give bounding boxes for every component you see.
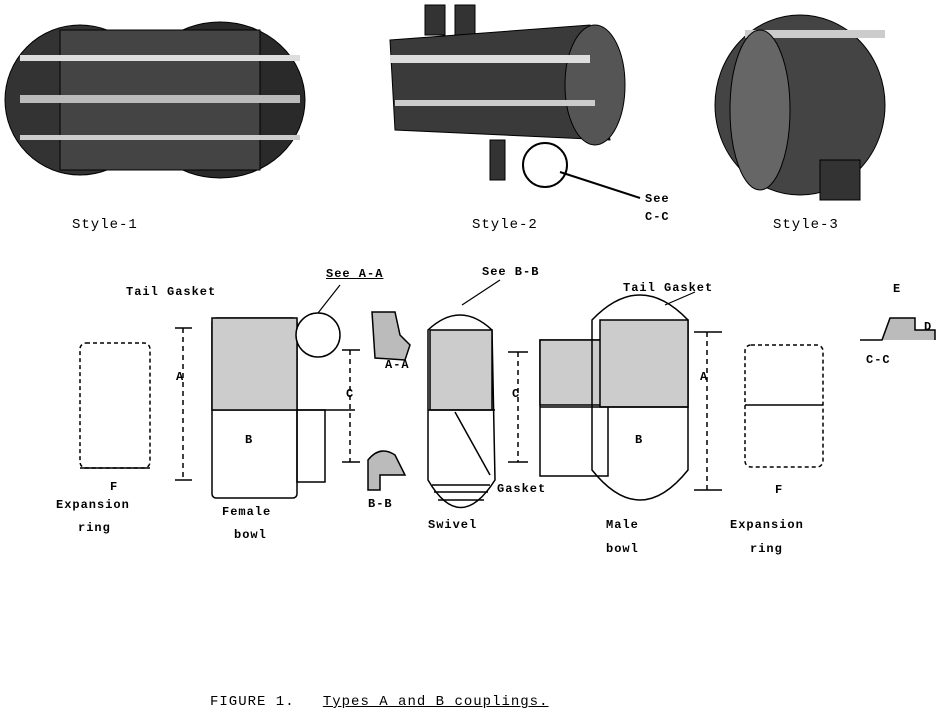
- male-bowl-label-1: Male: [606, 518, 639, 532]
- expansion-ring-left-label-2: ring: [78, 521, 111, 535]
- tail-gasket-right-label: Tail Gasket: [623, 281, 714, 295]
- dim-a-right: A: [700, 370, 709, 384]
- male-bowl-label-2: bowl: [606, 542, 639, 556]
- dim-b-right: B: [635, 433, 644, 447]
- style-1-coupling-photo: [4, 21, 306, 179]
- expansion-ring-left: [79, 342, 151, 469]
- style-3-coupling-photo: [714, 14, 886, 201]
- see-cc-callout-1: See: [645, 192, 670, 206]
- expansion-ring-right: [744, 344, 824, 468]
- section-c-c: [860, 317, 936, 341]
- see-bb-callout: See B-B: [482, 265, 540, 279]
- dim-f-left: F: [110, 480, 119, 494]
- section-aa-label: A-A: [385, 358, 410, 372]
- tail-gasket-left-label: Tail Gasket: [126, 285, 217, 299]
- figure-caption: FIGURE 1. Types A and B couplings.: [210, 694, 548, 710]
- see-aa-callout: See A-A: [326, 267, 384, 281]
- swivel-drawing: [427, 314, 496, 509]
- male-bowl-drawing: [539, 294, 689, 501]
- dim-b-left: B: [245, 433, 254, 447]
- expansion-ring-right-label-2: ring: [750, 542, 783, 556]
- figure-number: FIGURE 1.: [210, 694, 295, 710]
- dim-f-right: F: [775, 483, 784, 497]
- figure-title: Types A and B couplings.: [322, 694, 549, 710]
- gasket-label: Gasket: [497, 482, 547, 496]
- style-1-label: Style-1: [72, 217, 138, 233]
- section-b-b: [367, 450, 407, 491]
- dim-d: D: [924, 320, 933, 334]
- dim-c-left: C: [346, 387, 355, 401]
- style-2-label: Style-2: [472, 217, 538, 233]
- female-bowl-drawing: [211, 312, 355, 499]
- swivel-label: Swivel: [428, 518, 478, 532]
- expansion-ring-right-label-1: Expansion: [730, 518, 804, 532]
- dim-a-left: A: [176, 370, 185, 384]
- style-3-label: Style-3: [773, 217, 839, 233]
- expansion-ring-left-label-1: Expansion: [56, 498, 130, 512]
- dim-c-middle: C: [512, 387, 521, 401]
- section-bb-label: B-B: [368, 497, 393, 511]
- section-cc-label: C-C: [866, 353, 891, 367]
- see-cc-callout-2: C-C: [645, 210, 670, 224]
- style-2-coupling-photo: [389, 4, 641, 199]
- dim-e: E: [893, 282, 902, 296]
- female-bowl-label-2: bowl: [234, 528, 267, 542]
- section-a-a: [371, 311, 411, 361]
- female-bowl-label-1: Female: [222, 505, 272, 519]
